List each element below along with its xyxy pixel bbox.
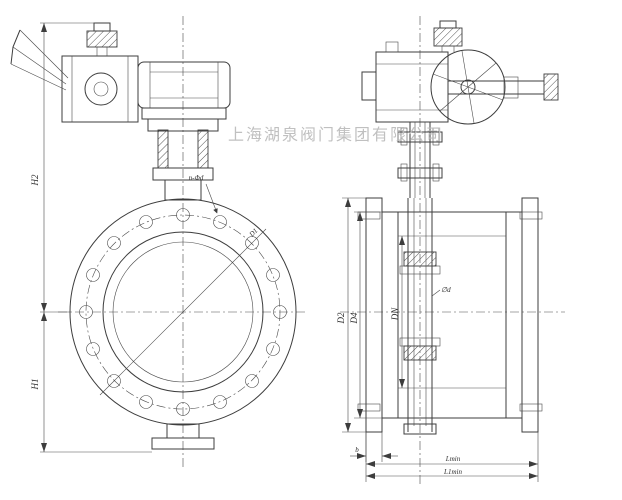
front-view (10, 16, 308, 470)
bottom-trunnion-cap (403, 423, 437, 435)
yoke-column-right (197, 129, 209, 169)
right-inner-plate (505, 211, 523, 419)
dim-label-h2: H2 (30, 174, 40, 186)
gearbox-shaft-boss (84, 72, 118, 106)
yoke-column-left (157, 129, 169, 169)
shaft-end-block (543, 73, 559, 101)
dim-label-b: b (355, 446, 359, 454)
left-flange (365, 197, 383, 433)
top-cap-block (86, 30, 118, 48)
bolt-hole-leader (205, 183, 218, 214)
dim-label-bolt-holes: n-Φd (189, 174, 204, 182)
bolt-circle-diagonal (99, 228, 267, 396)
side-view-dimensions: D2 D4 DN ∅d b Lmin L1min (336, 197, 539, 482)
dim-label-d2: D2 (336, 312, 346, 324)
handwheel-icon (430, 49, 506, 125)
dim-label-l1min: L1min (443, 468, 462, 476)
flange-bolt (519, 211, 543, 220)
flange-bolt (519, 403, 543, 412)
mounting-flange-upper (397, 131, 443, 143)
bolt-holes (79, 208, 287, 416)
valve-body-section (357, 197, 543, 435)
input-shaft (448, 73, 559, 101)
packing-block-upper (403, 251, 437, 267)
stem-column (397, 122, 443, 198)
raised-face-circle (102, 231, 264, 393)
front-view-dimensions: H2 H1 n-Φd D1 (30, 22, 259, 453)
packing-block-lower (403, 345, 437, 361)
motor-housing (137, 61, 231, 120)
dim-label-stem: ∅d (441, 286, 451, 294)
bottom-foot (151, 423, 215, 450)
motor-base-plate (141, 107, 227, 120)
flange-bolt (357, 403, 381, 412)
bolt-circle (85, 214, 281, 410)
top-cap-block (433, 27, 463, 47)
bore-circle (112, 241, 254, 383)
dim-label-h1: H1 (30, 379, 40, 391)
company-watermark: 上海湖泉阀门集团有限公司 (228, 126, 444, 144)
right-flange (521, 197, 539, 433)
actuator-side (361, 20, 559, 125)
mounting-flange-lower (397, 167, 443, 179)
dim-label-dn: DN (390, 307, 400, 321)
actuator-gearbox (61, 22, 139, 123)
side-view (340, 16, 565, 484)
left-inner-plate (381, 211, 399, 419)
handwheel-icon (10, 29, 69, 91)
dim-label-lmin: Lmin (445, 455, 461, 463)
dim-label-d4: D4 (349, 312, 359, 324)
